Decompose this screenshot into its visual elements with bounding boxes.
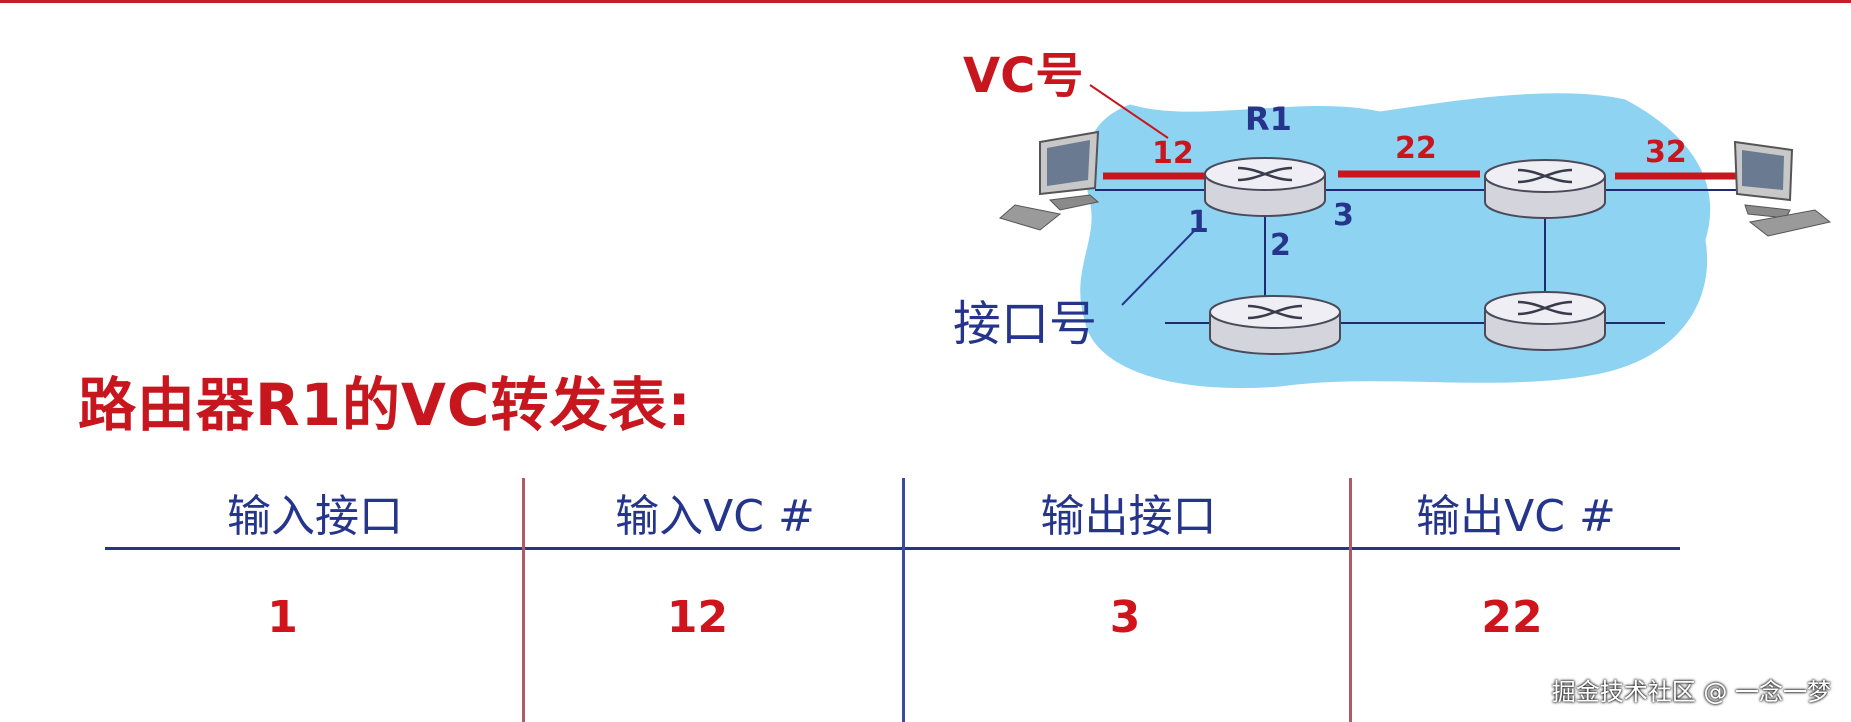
- vc-links: [1103, 170, 1740, 180]
- vc-pointer-line: [1089, 84, 1169, 139]
- router-r4: [1484, 291, 1606, 351]
- header-input-interface: 输入接口: [227, 491, 403, 542]
- router-label: R1: [1245, 100, 1292, 138]
- router-r3: [1209, 295, 1341, 355]
- left-host-icon: [998, 130, 1100, 231]
- table-title: 路由器R1的VC转发表:: [78, 371, 692, 439]
- header-output-vc: 输出VC #: [1416, 491, 1616, 542]
- vc-number-22: 22: [1395, 131, 1437, 166]
- vc-number-32: 32: [1645, 135, 1687, 170]
- header-output-interface: 输出接口: [1040, 491, 1217, 542]
- column-divider-1: [522, 478, 525, 722]
- interface-number-2: 2: [1270, 228, 1291, 263]
- top-border: [0, 0, 1851, 3]
- interface-pointer-line: [1121, 229, 1196, 306]
- right-host-icon: [1733, 140, 1832, 237]
- cell-output-interface: 3: [1109, 592, 1141, 643]
- header-input-vc: 输入VC #: [615, 491, 815, 542]
- interface-number-1: 1: [1188, 205, 1209, 240]
- router-r2: [1484, 159, 1606, 219]
- vc-label: VC号: [963, 48, 1083, 104]
- column-divider-2: [902, 478, 905, 722]
- cell-input-vc: 12: [666, 592, 729, 643]
- interface-number-3: 3: [1333, 198, 1354, 233]
- table-header-divider: [105, 547, 1680, 550]
- links: [1095, 189, 1740, 324]
- column-divider-3: [1349, 478, 1352, 722]
- cell-input-interface: 1: [267, 592, 298, 643]
- vc-number-12: 12: [1152, 136, 1194, 171]
- watermark: 掘金技术社区 @ 一念一梦: [1551, 678, 1831, 706]
- cell-output-vc: 22: [1481, 592, 1543, 643]
- interface-label: 接口号: [953, 296, 1097, 352]
- router-r1: [1204, 157, 1326, 217]
